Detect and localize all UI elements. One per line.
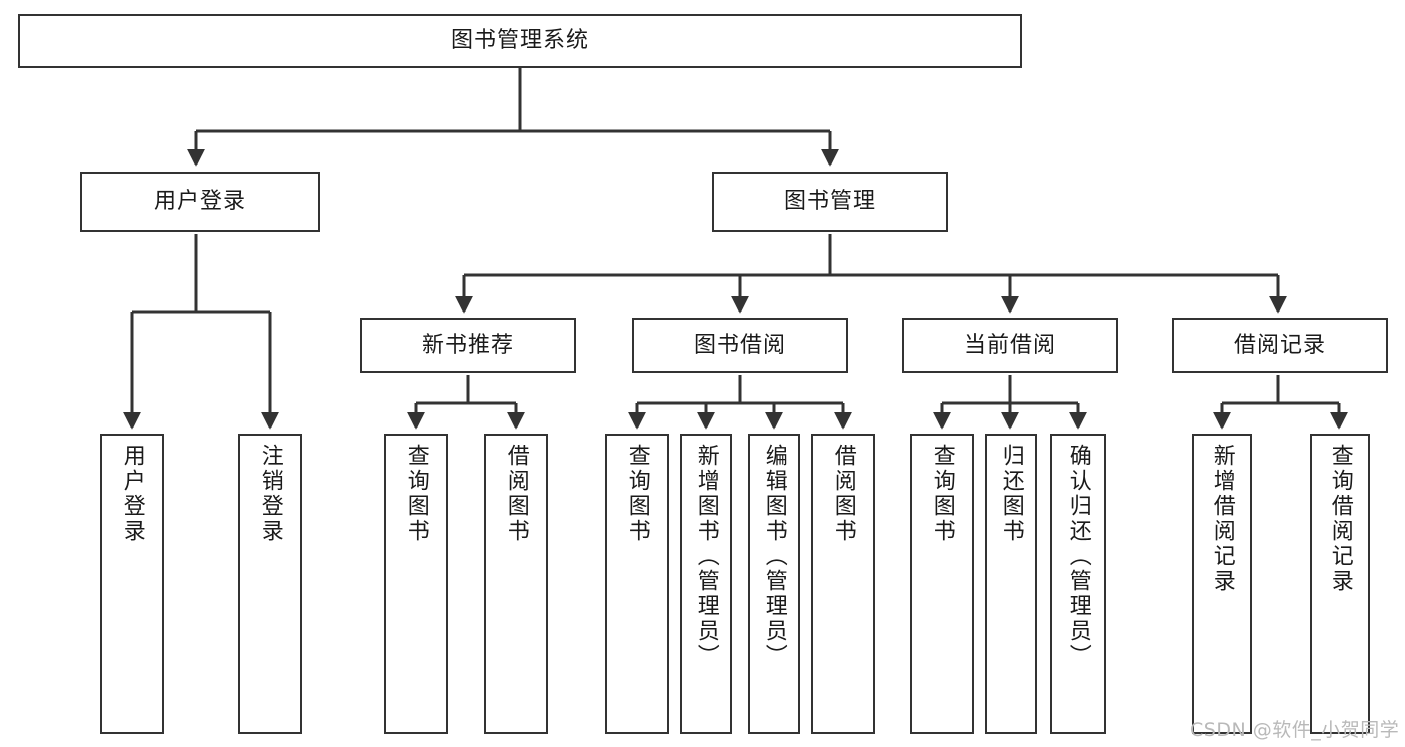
leaf-new-book-query-book[interactable]: 查询图书 — [384, 434, 448, 734]
leaf-current-query-book-label: 查询图书 — [929, 444, 955, 544]
leaf-records-query-record[interactable]: 查询借阅记录 — [1310, 434, 1370, 734]
leaf-current-return-book-label: 归还图书 — [998, 444, 1024, 544]
leaf-records-add-record[interactable]: 新增借阅记录 — [1192, 434, 1252, 734]
node-current-borrow[interactable]: 当前借阅 — [902, 318, 1118, 373]
leaf-new-book-query-book-label: 查询图书 — [403, 444, 429, 544]
leaf-borrow-borrow-book-label: 借阅图书 — [830, 444, 856, 544]
node-book-borrow[interactable]: 图书借阅 — [632, 318, 848, 373]
node-borrow-records[interactable]: 借阅记录 — [1172, 318, 1388, 373]
leaf-user-login-logout[interactable]: 注销登录 — [238, 434, 302, 734]
leaf-borrow-add-book-admin[interactable]: 新增图书（管理员） — [680, 434, 732, 734]
leaf-new-book-borrow-book[interactable]: 借阅图书 — [484, 434, 548, 734]
leaf-borrow-add-book-admin-label: 新增图书（管理员） — [693, 444, 719, 669]
leaf-current-query-book[interactable]: 查询图书 — [910, 434, 974, 734]
leaf-user-login-login[interactable]: 用户登录 — [100, 434, 164, 734]
leaf-new-book-borrow-book-label: 借阅图书 — [503, 444, 529, 544]
leaf-current-return-book[interactable]: 归还图书 — [985, 434, 1037, 734]
node-user-login-label: 用户登录 — [153, 189, 246, 215]
leaf-borrow-query-book[interactable]: 查询图书 — [605, 434, 669, 734]
leaf-current-confirm-return-admin-label: 确认归还（管理员） — [1065, 444, 1091, 669]
node-root-system-label: 图书管理系统 — [450, 28, 589, 54]
leaf-borrow-edit-book-admin[interactable]: 编辑图书（管理员） — [748, 434, 800, 734]
node-root-system[interactable]: 图书管理系统 — [18, 14, 1022, 68]
leaf-records-query-record-label: 查询借阅记录 — [1327, 444, 1353, 594]
leaf-borrow-edit-book-admin-label: 编辑图书（管理员） — [761, 444, 787, 669]
leaf-borrow-query-book-label: 查询图书 — [624, 444, 650, 544]
node-current-borrow-label: 当前借阅 — [963, 332, 1056, 358]
leaf-borrow-borrow-book[interactable]: 借阅图书 — [811, 434, 875, 734]
node-new-book-recommend-label: 新书推荐 — [421, 332, 514, 358]
leaf-records-add-record-label: 新增借阅记录 — [1209, 444, 1235, 594]
node-book-borrow-label: 图书借阅 — [693, 332, 786, 358]
node-book-management-label: 图书管理 — [783, 189, 876, 215]
node-book-management[interactable]: 图书管理 — [712, 172, 948, 232]
node-user-login[interactable]: 用户登录 — [80, 172, 320, 232]
leaf-current-confirm-return-admin[interactable]: 确认归还（管理员） — [1050, 434, 1106, 734]
leaf-user-login-logout-label: 注销登录 — [257, 444, 283, 544]
node-new-book-recommend[interactable]: 新书推荐 — [360, 318, 576, 373]
leaf-user-login-login-label: 用户登录 — [119, 444, 145, 544]
node-borrow-records-label: 借阅记录 — [1233, 332, 1326, 358]
